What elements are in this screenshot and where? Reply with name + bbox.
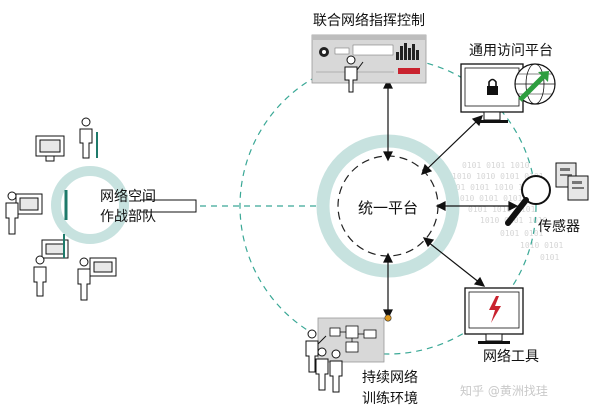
force-node-label-line2: 作战部队	[100, 209, 156, 225]
arrow-upper-right	[425, 119, 479, 171]
svg-text:1010 0101 1010: 1010 0101 1010	[480, 216, 548, 225]
svg-text:0101 0101: 0101 0101	[500, 229, 544, 238]
training-node-label-line2: 训练环境	[362, 391, 418, 407]
tools-monitor-icon	[464, 287, 524, 344]
top-node-label: 联合网络指挥控制	[313, 13, 425, 29]
svg-text:1010 1010 0101 0101: 1010 1010 0101 0101	[452, 172, 544, 181]
watermark: 知乎 @黄洲找珪	[460, 384, 548, 398]
tools-node-label: 网络工具	[483, 349, 539, 365]
svg-text:0101 0101 1010: 0101 0101 1010	[462, 161, 530, 170]
globe-icon	[514, 63, 556, 105]
svg-text:0101: 0101	[540, 253, 559, 262]
access-node-label: 通用访问平台	[469, 43, 553, 59]
sensor-node-label: 传感器	[538, 219, 580, 235]
operator-person-icon	[344, 55, 364, 93]
training-board-icon	[317, 317, 385, 363]
access-monitor-icon	[460, 63, 524, 123]
training-node-label-line1: 持续网络	[362, 370, 418, 386]
force-workstations	[5, 117, 117, 301]
force-bracket	[140, 199, 197, 213]
svg-text:0101 0101 1010 1010: 0101 0101 1010 1010	[446, 183, 538, 192]
force-ring	[51, 166, 129, 244]
svg-text:1010 0101: 1010 0101	[520, 241, 564, 250]
center-node-label: 统一平台	[357, 199, 419, 217]
sensor-icon	[505, 162, 589, 226]
force-node-label-line1: 网络空间	[100, 189, 156, 205]
svg-text:1010 0101 0101: 1010 0101 0101	[455, 194, 523, 203]
trainee-people-icon	[305, 329, 343, 393]
arrow-lower-right	[427, 241, 481, 284]
svg-text:0101 1010 0101: 0101 1010 0101	[468, 205, 536, 214]
control-panel-icon	[311, 34, 427, 84]
binary-background: 0101 0101 1010 1010 1010 0101 0101 0101 …	[446, 161, 564, 262]
